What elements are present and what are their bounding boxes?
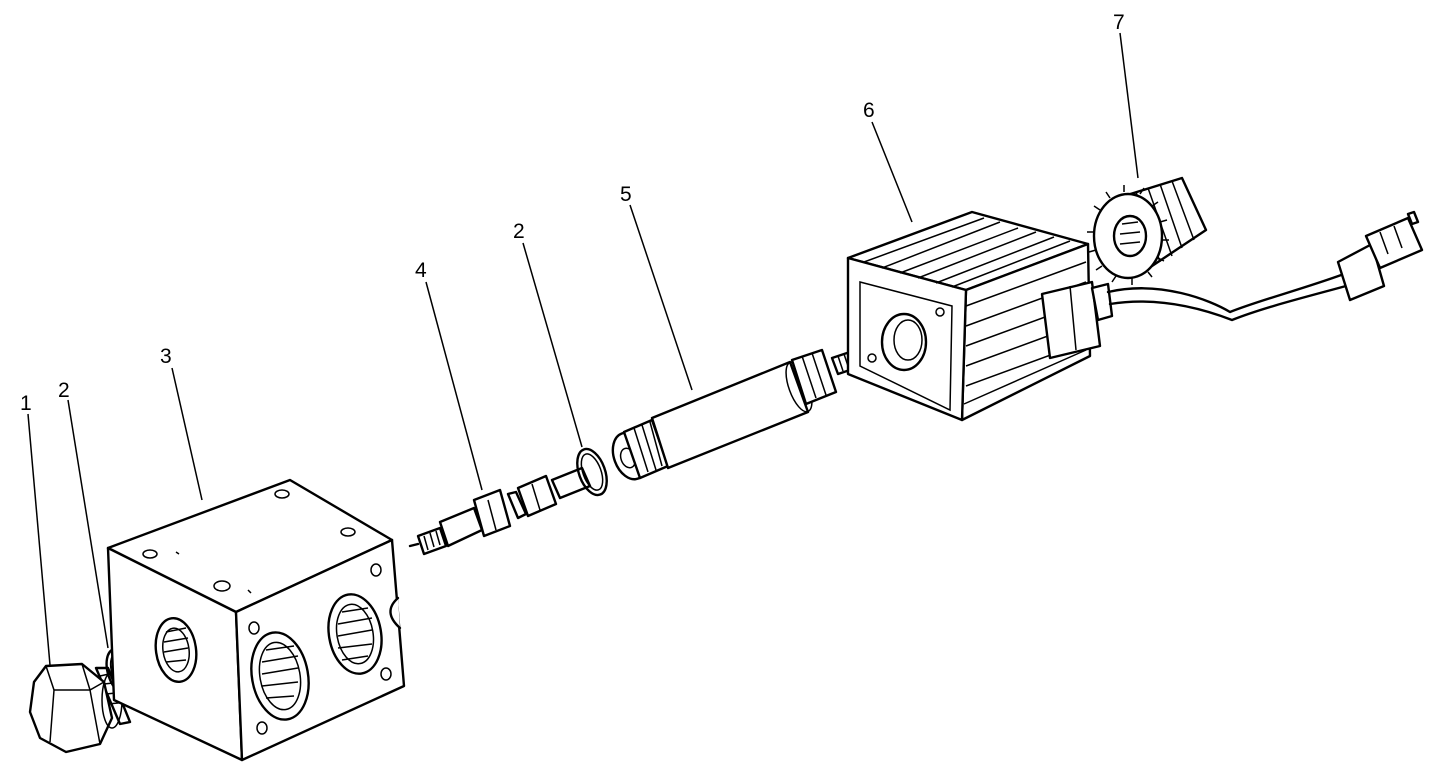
leader-lines	[27, 32, 1139, 666]
coil-part	[846, 210, 1114, 422]
callout-1: 1	[20, 392, 32, 415]
callout-4: 4	[415, 259, 427, 282]
oring-tube-part	[576, 447, 608, 497]
callout-7: 7	[1113, 11, 1125, 34]
valve-cartridge-part	[408, 466, 592, 556]
knurled-nut-part	[1087, 176, 1208, 285]
solenoid-tube-part	[611, 348, 858, 481]
callout-labels: 1 2 3 4 2 5 6 7	[20, 11, 1125, 415]
callout-2-tube: 2	[513, 220, 525, 243]
callout-3: 3	[160, 345, 172, 368]
manifold-block-part	[106, 478, 406, 762]
callout-2-plug: 2	[58, 379, 70, 402]
cable-connector	[1106, 210, 1424, 322]
callout-5: 5	[620, 183, 632, 206]
hex-plug	[28, 662, 132, 754]
callout-6: 6	[863, 99, 875, 122]
